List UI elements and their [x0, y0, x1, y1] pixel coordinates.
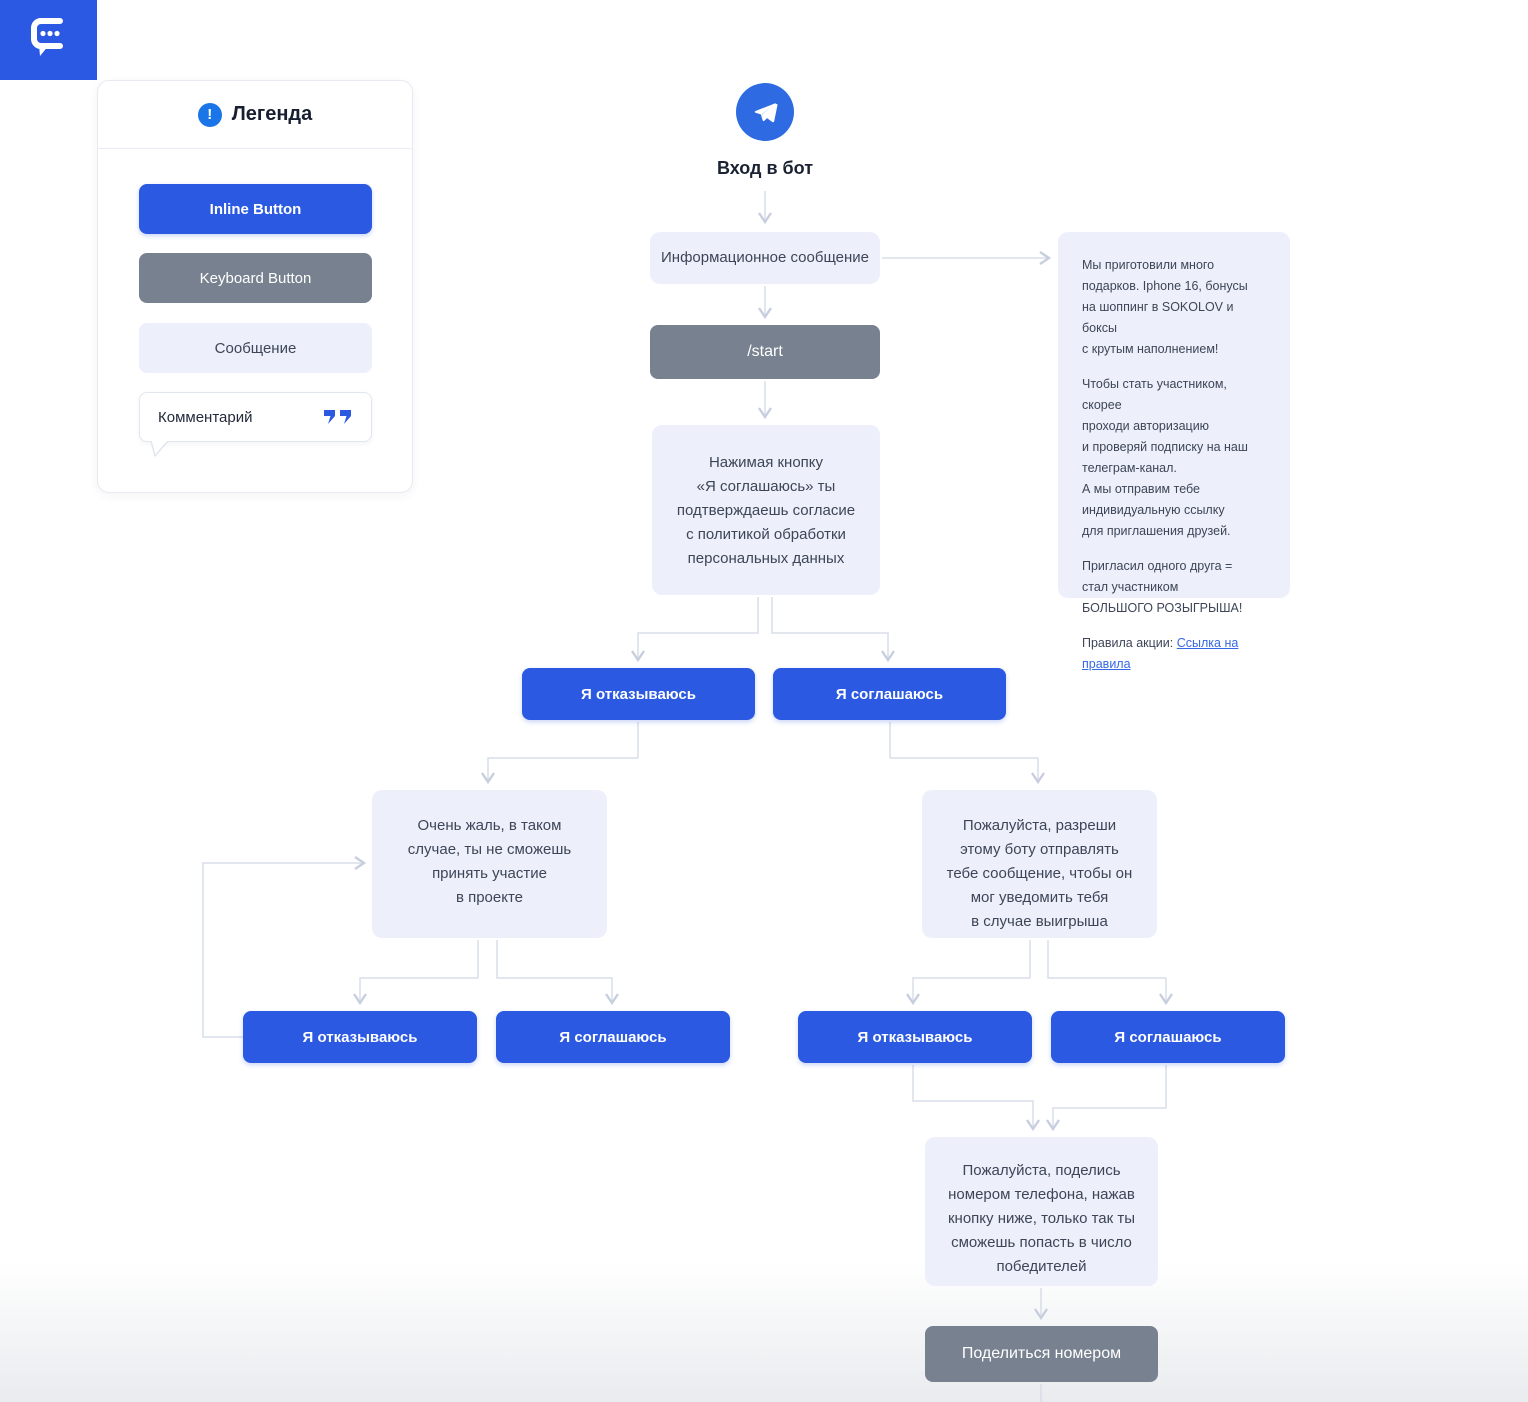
node-agree-result-message[interactable]: Пожалуйста, разреши этому боту отправлят… [922, 790, 1157, 938]
agree-button-3-label: Я соглашаюсь [1114, 1028, 1222, 1046]
decline-button-2[interactable]: Я отказываюсь [243, 1011, 477, 1063]
decline-button-1-label: Я отказываюсь [581, 685, 696, 703]
decline-button-2-label: Я отказываюсь [302, 1028, 418, 1046]
quote-icon [323, 409, 353, 425]
entry-label: Вход в бот [716, 158, 814, 178]
comment-note[interactable]: Мы приготовили много подарков. Iphone 16… [1058, 232, 1290, 671]
comment-tail [150, 440, 170, 463]
agree-result-text: Пожалуйста, разреши этому боту отправлят… [946, 817, 1133, 930]
legend-message-sample: Сообщение [139, 323, 372, 373]
agree-button-3[interactable]: Я соглашаюсь [1051, 1011, 1285, 1063]
decline-button-1[interactable]: Я отказываюсь [522, 668, 755, 720]
node-start-command[interactable]: /start [650, 325, 880, 379]
node-phone-request-message[interactable]: Пожалуйста, поделись номером телефона, н… [925, 1137, 1158, 1286]
decline-button-3-label: Я отказываюсь [857, 1028, 973, 1046]
chat-bubble-icon [29, 16, 69, 65]
decline-result-text: Очень жаль, в таком случае, ты не сможеш… [407, 817, 572, 906]
agree-button-2[interactable]: Я соглашаюсь [496, 1011, 730, 1063]
legend-title: Легенда [231, 103, 313, 125]
note-paragraph: Чтобы стать участником, скорее проходи а… [1082, 377, 1248, 538]
legend-inline-button-label: Inline Button [209, 200, 302, 218]
legend-keyboard-button: Keyboard Button [139, 253, 372, 303]
legend-header: ! Легенда [98, 81, 412, 149]
legend-comment-label: Комментарий [158, 408, 253, 426]
note-paragraph: Пригласил одного друга = стал участником… [1082, 559, 1243, 615]
rules-link[interactable]: Ссылка на правила [1082, 636, 1239, 671]
decline-button-3[interactable]: Я отказываюсь [798, 1011, 1032, 1063]
node-info-message[interactable]: Информационное сообщение [650, 232, 880, 284]
telegram-icon[interactable] [736, 83, 794, 141]
legend-keyboard-button-label: Keyboard Button [199, 269, 312, 287]
legend-comment-sample: Комментарий [139, 392, 372, 442]
info-message-text: Информационное сообщение [661, 249, 869, 266]
consent-message-text: Нажимая кнопку «Я соглашаюсь» ты подтвер… [676, 454, 856, 567]
share-number-button[interactable]: Поделиться номером [925, 1326, 1158, 1382]
share-number-button-label: Поделиться номером [961, 1345, 1122, 1362]
legend-inline-button: Inline Button [139, 184, 372, 234]
phone-request-text: Пожалуйста, поделись номером телефона, н… [947, 1162, 1136, 1275]
node-decline-result-message[interactable]: Очень жаль, в таком случае, ты не сможеш… [372, 790, 607, 938]
exclamation-icon: ! [197, 102, 222, 127]
rules-prefix: Правила акции: [1082, 636, 1177, 650]
note-paragraph: Мы приготовили много подарков. Iphone 16… [1082, 258, 1248, 356]
legend-panel: ! Легенда Inline Button Keyboard Button … [97, 80, 413, 493]
agree-button-1-label: Я соглашаюсь [835, 685, 944, 703]
agree-button-1[interactable]: Я соглашаюсь [773, 668, 1006, 720]
start-command-text: /start [747, 343, 783, 360]
app-logo[interactable] [0, 0, 97, 80]
agree-button-2-label: Я соглашаюсь [559, 1028, 667, 1046]
note-rules-line: Правила акции: Ссылка на правила [1082, 633, 1266, 675]
legend-message-label: Сообщение [214, 339, 297, 357]
node-consent-message[interactable]: Нажимая кнопку «Я соглашаюсь» ты подтвер… [652, 425, 880, 595]
